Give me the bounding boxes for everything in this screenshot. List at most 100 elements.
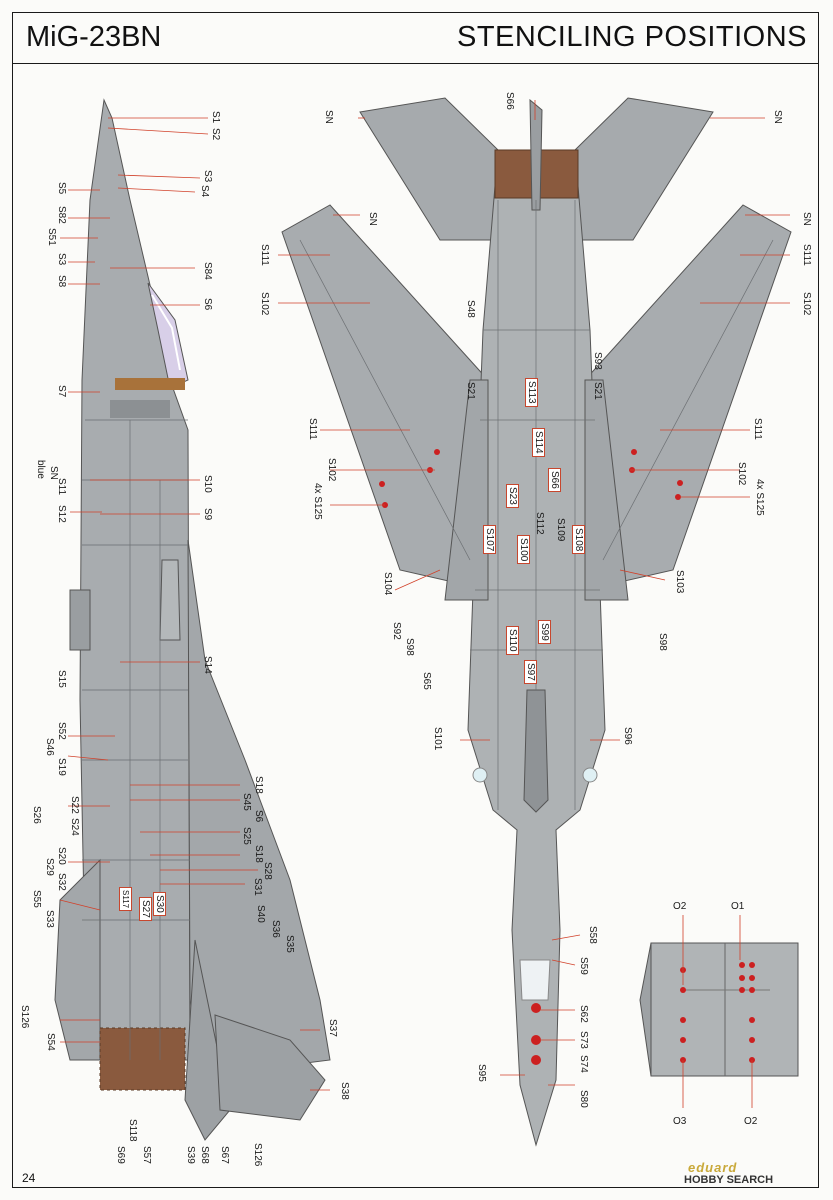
callout-label: S6 xyxy=(202,298,213,311)
callout-leader-lines xyxy=(59,100,790,1108)
side-view-brown-panel xyxy=(115,378,185,390)
callout-label: O3 xyxy=(673,1116,687,1127)
callout-label: S21 xyxy=(465,382,476,400)
callout-label: S54 xyxy=(45,1033,56,1051)
callout-label: S7 xyxy=(56,385,67,398)
detail-view-panel xyxy=(639,942,799,1077)
callout-label: S22 xyxy=(69,796,80,814)
callout-label: S114 xyxy=(532,428,545,457)
callout-label: S10 xyxy=(202,475,213,493)
callout-label: S8 xyxy=(56,275,67,288)
callout-label: S108 xyxy=(572,525,585,555)
callout-label: S14 xyxy=(202,656,213,674)
canopy-highlight xyxy=(151,294,181,371)
plan-view-nose-bay xyxy=(519,959,551,1001)
callout-label: S102 xyxy=(736,462,747,486)
callout-label: O2 xyxy=(673,901,687,912)
plan-view-centerline-store xyxy=(523,689,549,813)
plan-view-aircraft xyxy=(281,97,792,1147)
callout-label: S73 xyxy=(578,1031,589,1049)
callout-label: S6 xyxy=(253,810,264,823)
callout-label: S107 xyxy=(483,525,496,555)
callout-label: S3 xyxy=(56,253,67,266)
callout-label: S126 xyxy=(19,1005,30,1029)
callout-label: SN xyxy=(323,110,334,124)
callout-label: S111 xyxy=(259,244,270,266)
callout-label: S4 xyxy=(199,185,210,198)
watermark-text: HOBBY SEARCH xyxy=(684,1174,774,1186)
callout-label: S69 xyxy=(115,1146,126,1164)
callout-label: S109 xyxy=(555,518,566,542)
callout-label: S117 xyxy=(119,887,132,912)
callout-label: S39 xyxy=(185,1146,196,1164)
callout-label: S18 xyxy=(253,845,264,863)
callout-label: S45 xyxy=(241,793,252,811)
callout-label: S65 xyxy=(421,672,432,690)
callout-label: S100 xyxy=(517,535,530,565)
brand-logo: eduard xyxy=(688,1160,738,1175)
callout-label: S46 xyxy=(44,738,55,756)
callout-label: S35 xyxy=(284,935,295,953)
callout-label: S113 xyxy=(525,378,538,407)
callout-label: S55 xyxy=(31,890,42,908)
callout-label: S51 xyxy=(46,228,57,246)
callout-label: S97 xyxy=(524,660,537,684)
callout-label: S33 xyxy=(44,910,55,928)
callout-label: S19 xyxy=(56,758,67,776)
side-view-aircraft xyxy=(54,98,331,1141)
callout-label: S15 xyxy=(56,670,67,688)
callout-label: S21 xyxy=(592,382,603,400)
plan-view-panel-lines xyxy=(299,200,774,810)
callout-label: S102 xyxy=(326,458,337,482)
callout-label: S92 xyxy=(391,622,402,640)
callout-label: S82 xyxy=(56,206,67,224)
callout-label: S101 xyxy=(432,727,443,751)
callout-label: 4x S125 xyxy=(754,479,765,516)
callout-label: S112 xyxy=(534,512,545,535)
plan-view-ventral-fin xyxy=(529,98,543,211)
callout-label: O2 xyxy=(744,1116,758,1127)
callout-label: S66 xyxy=(548,468,561,492)
callout-label: S68 xyxy=(199,1146,210,1164)
callout-label: S12 xyxy=(56,505,67,523)
callout-label: S96 xyxy=(622,727,633,745)
callout-label: S57 xyxy=(141,1146,152,1164)
callout-label: S30 xyxy=(153,892,166,916)
callout-label: S99 xyxy=(538,620,551,644)
callout-label: S95 xyxy=(476,1064,487,1082)
callout-label: S67 xyxy=(219,1146,230,1164)
callout-label: S126 xyxy=(252,1143,263,1167)
callout-label: S1 xyxy=(210,111,221,124)
callout-label: S2 xyxy=(210,128,221,141)
callout-label: S102 xyxy=(801,292,812,316)
detail-view-red-markers xyxy=(680,962,755,1063)
callout-label: S110 xyxy=(506,626,519,655)
callout-label: S32 xyxy=(56,873,67,891)
page-frame xyxy=(12,12,819,1188)
callout-label: O1 xyxy=(731,901,745,912)
callout-label: S48 xyxy=(465,300,476,318)
callout-label: S25 xyxy=(241,827,252,845)
callout-label: SN xyxy=(772,110,783,124)
callout-label: 4x S125 xyxy=(312,483,323,520)
side-view-exhaust xyxy=(100,1028,185,1090)
page-number: 24 xyxy=(22,1171,36,1185)
callout-label: S58 xyxy=(587,926,598,944)
plan-view-light-right xyxy=(582,767,598,783)
callout-label: S111 xyxy=(752,418,763,440)
callout-label: S103 xyxy=(674,570,685,594)
callout-label: S62 xyxy=(578,1005,589,1023)
callout-label: S80 xyxy=(578,1090,589,1108)
callout-label: S24 xyxy=(69,818,80,836)
side-view-vent xyxy=(110,400,170,418)
callout-label: S104 xyxy=(382,572,393,596)
callout-label: S102 xyxy=(259,292,270,316)
callout-label: S59 xyxy=(578,957,589,975)
callout-label: S31 xyxy=(252,878,263,896)
callout-label: S84 xyxy=(202,262,213,280)
callout-label: S111 xyxy=(801,244,812,266)
callout-label: S26 xyxy=(31,806,42,824)
callout-label: S5 xyxy=(56,182,67,195)
callout-label: S20 xyxy=(56,847,67,865)
